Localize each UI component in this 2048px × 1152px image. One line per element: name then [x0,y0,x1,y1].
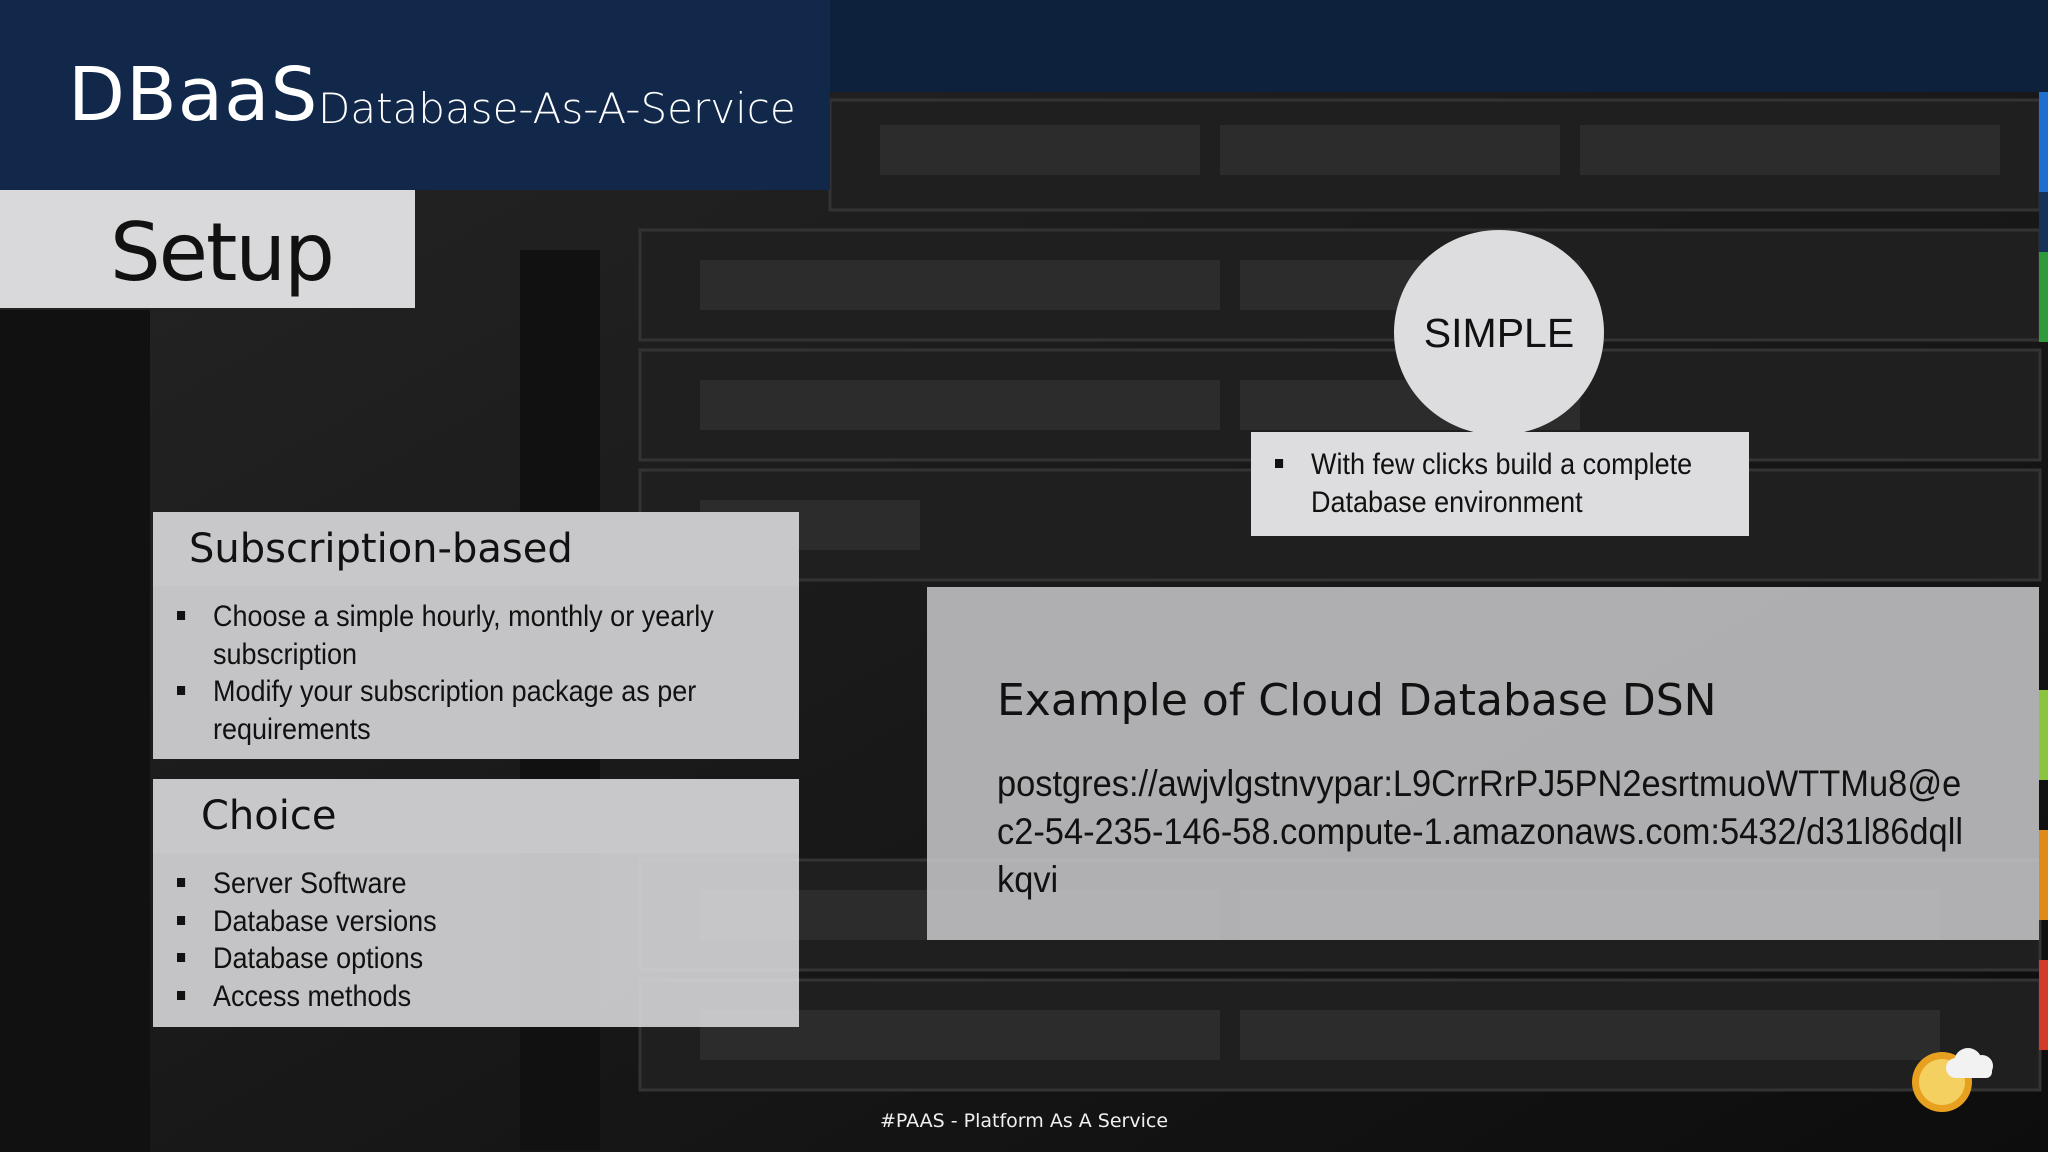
choice-heading-bar: Choice [153,779,799,853]
subscription-panel: Subscription-based Choose a simple hourl… [153,512,799,759]
section-label: Setup [110,206,335,299]
list-item: Access methods [177,978,735,1016]
list-item: Choose a simple hourly, monthly or yearl… [177,598,735,673]
subscription-heading: Subscription-based [189,526,573,572]
list-item: Server Software [177,865,735,903]
list-item: Database options [177,940,735,978]
choice-heading: Choice [201,793,337,839]
page-title: DBaaS [68,52,319,138]
dsn-title: Example of Cloud Database DSN [997,675,1717,726]
sun-cloud-icon [1912,1048,1993,1112]
dsn-value: postgres://awjvlgstnvypar:L9CrrRrPJ5PN2e… [997,763,1963,900]
footer-text: #PAAS - Platform As A Service [879,1110,1169,1132]
accent-strip-blue [2039,92,2048,192]
list-item: Database versions [177,903,735,941]
title-box [0,0,830,190]
accent-strip-lime [2039,690,2048,780]
accent-strip-darkblue [2039,192,2048,252]
page-subtitle: Database-As-A-Service [318,84,796,133]
subscription-heading-bar: Subscription-based [153,512,799,586]
accent-strip-green [2039,252,2048,342]
simple-description-box: With few clicks build a complete Databas… [1251,432,1749,536]
dsn-panel: Example of Cloud Database DSN postgres:/… [927,587,2039,940]
choice-panel: Choice Server Software Database versions… [153,779,799,1027]
list-item: With few clicks build a complete Databas… [1275,446,1725,521]
accent-strip-red [2039,960,2048,1050]
simple-label: SIMPLE [1423,310,1575,356]
accent-strip-orange [2039,830,2048,920]
simple-circle: SIMPLE [1394,230,1604,435]
list-item: Modify your subscription package as per … [177,673,735,748]
section-label-box [0,190,415,308]
